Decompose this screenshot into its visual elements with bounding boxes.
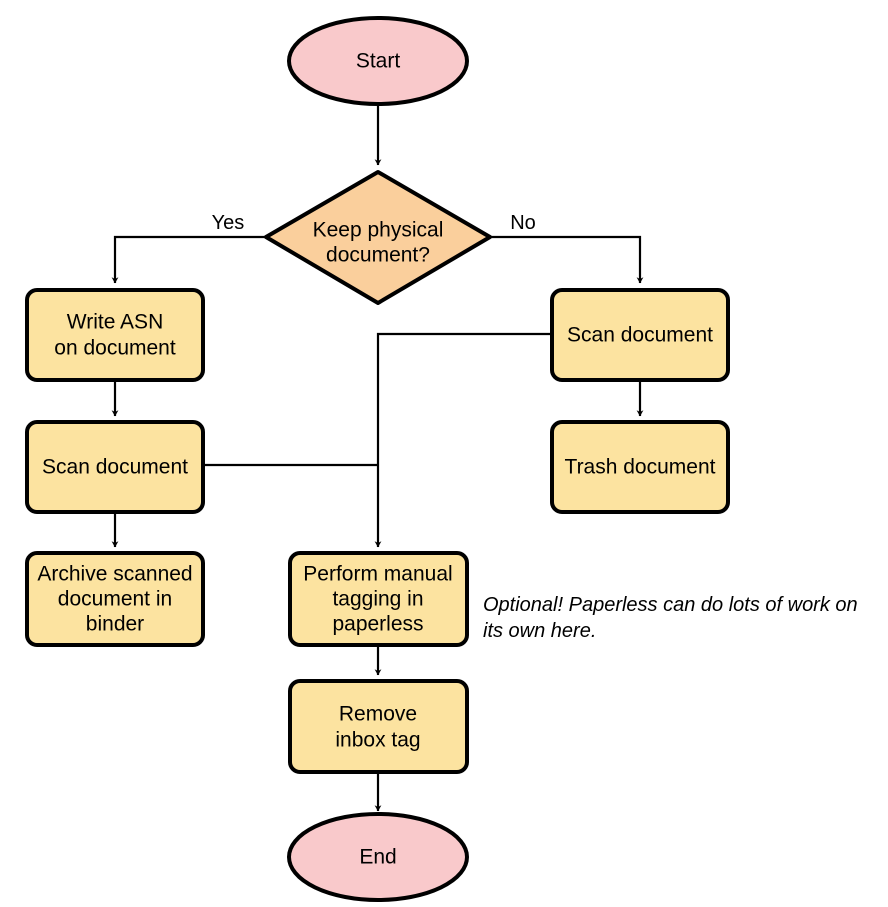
tagging-label-line1: Perform manual (303, 563, 452, 586)
scan-right-label: Scan document (567, 324, 713, 347)
node-end[interactable]: End (287, 812, 469, 902)
scan-right-box-shape (550, 288, 730, 382)
annotation-line1: Optional! Paperless can do lots of work … (483, 594, 858, 616)
node-scan-document-right[interactable]: Scan document (550, 288, 730, 382)
archive-label-line1: Archive scanned (37, 563, 192, 586)
node-start[interactable]: Start (287, 16, 469, 106)
node-decision-keep-physical-document[interactable]: Keep physical document? (264, 170, 492, 305)
start-ellipse-shape (287, 16, 469, 106)
tagging-label-line3: paperless (332, 613, 423, 636)
decision-label-line2: document? (326, 244, 430, 267)
annotation-line2: its own here. (483, 620, 596, 642)
trash-box-shape (550, 420, 730, 514)
decision-label-line1: Keep physical (313, 219, 444, 242)
tagging-box-shape (288, 551, 469, 647)
decision-diamond-shape (264, 170, 492, 305)
write-asn-box-shape (25, 288, 205, 382)
node-trash-document[interactable]: Trash document (550, 420, 730, 514)
node-write-asn-on-document[interactable]: Write ASN on document (25, 288, 205, 382)
start-label: Start (356, 50, 401, 73)
node-archive-scanned-document[interactable]: Archive scanned document in binder (25, 551, 205, 647)
scan-left-box-shape (25, 420, 205, 514)
remove-inbox-label-line1: Remove (339, 703, 417, 726)
end-label: End (359, 846, 396, 869)
node-scan-document-left[interactable]: Scan document (25, 420, 205, 514)
edge-scan-right-to-tagging (374, 332, 552, 548)
remove-inbox-box-shape (288, 679, 469, 774)
annotation-note: Optional! Paperless can do lots of work … (483, 594, 858, 642)
edge-label-no: No (510, 212, 536, 234)
edge-decision-yes-to-write-asn (111, 235, 265, 284)
write-asn-label-line2: on document (54, 337, 176, 360)
archive-label-line2: document in (58, 588, 172, 611)
edge-label-yes: Yes (212, 212, 245, 234)
write-asn-label-line1: Write ASN (67, 311, 163, 334)
archive-label-line3: binder (86, 613, 144, 636)
tagging-label-line2: tagging in (332, 588, 423, 611)
archive-box-shape (25, 551, 205, 647)
node-perform-manual-tagging[interactable]: Perform manual tagging in paperless (288, 551, 469, 647)
trash-label: Trash document (565, 456, 716, 479)
node-remove-inbox-tag[interactable]: Remove inbox tag (288, 679, 469, 774)
end-ellipse-shape (287, 812, 469, 902)
remove-inbox-label-line2: inbox tag (335, 729, 420, 752)
edge-decision-no-to-scan-right (490, 235, 644, 284)
scan-left-label: Scan document (42, 456, 188, 479)
